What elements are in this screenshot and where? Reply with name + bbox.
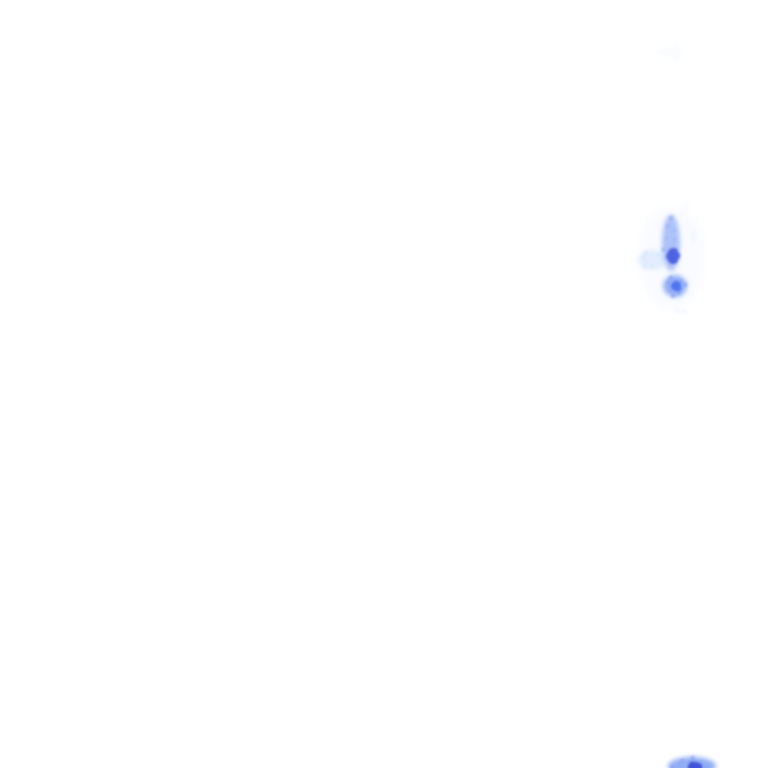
echo-speckle: [656, 252, 660, 256]
echo-speckle: [673, 286, 676, 289]
echo-speckle: [701, 763, 704, 766]
echo-speckle: [651, 277, 655, 281]
echo-speckle: [687, 199, 692, 204]
echo-speckle: [689, 765, 693, 768]
echo-speckle: [694, 236, 697, 239]
echo-speckle: [644, 260, 647, 263]
echo-speckle: [669, 215, 674, 220]
echo-speckle: [689, 205, 692, 208]
echo-speckle: [674, 247, 678, 251]
echo-speckle: [654, 262, 657, 265]
echo-speckle: [676, 287, 681, 292]
echo-speckle: [691, 233, 694, 236]
echo-speckle: [678, 311, 681, 314]
echo-speckle: [670, 251, 673, 254]
echo-group: [638, 42, 716, 768]
echo-speckle: [675, 279, 678, 282]
echo-speckle: [675, 309, 679, 313]
echo-speckle: [673, 238, 676, 241]
echo-speckle: [686, 257, 689, 259]
echo-speckle: [679, 211, 684, 216]
echo-speckle: [693, 229, 698, 234]
echo-speckle: [680, 759, 684, 763]
echo-speckle: [669, 258, 673, 262]
echo-speckle: [679, 287, 682, 290]
echo-speckle: [677, 51, 680, 53]
echo-speckle: [699, 760, 702, 763]
echo-speckle: [673, 229, 676, 232]
echo-speckle: [677, 47, 680, 50]
echo-speckle: [657, 50, 662, 54]
echo-speckle: [689, 761, 694, 766]
echo-speckle: [673, 56, 678, 61]
echo-speckle: [658, 261, 661, 264]
echo-speckle: [684, 309, 688, 313]
echo-speckle: [689, 237, 694, 242]
echo-speckle: [698, 765, 702, 768]
echo-speckle: [668, 55, 671, 58]
echo-speckle: [682, 311, 687, 316]
echo-speckle: [678, 296, 683, 301]
echo-speckle: [666, 254, 671, 259]
echo-speckle: [679, 279, 683, 283]
echo-speckle: [673, 249, 677, 253]
echo-speckle: [668, 275, 673, 280]
echo-speckle: [686, 206, 689, 209]
echo-speckle: [665, 236, 668, 239]
echo-speckle: [673, 42, 678, 47]
echo-speckle: [665, 224, 669, 228]
echo-speckle: [683, 282, 688, 287]
echo-speckle: [691, 240, 695, 244]
echo-speckle: [651, 253, 654, 256]
echo-speckle: [662, 255, 667, 260]
echo-speckle: [664, 48, 667, 51]
echo-speckle: [675, 307, 680, 312]
echo-speckle: [693, 239, 696, 242]
echo-speckle: [683, 202, 687, 206]
echo-speckle: [678, 763, 681, 766]
echo-speckle: [662, 220, 666, 224]
echo-speckle: [666, 281, 670, 285]
echo-speckle: [641, 256, 645, 260]
echo-speckle: [662, 54, 666, 58]
echo-speckle: [642, 264, 647, 269]
echo-speckle: [668, 289, 671, 292]
echo-speckle: [673, 258, 676, 261]
echo-speckle: [661, 247, 666, 252]
echo-speckle: [692, 229, 696, 233]
echo-speckle: [670, 766, 675, 768]
echo-speckle: [671, 293, 676, 298]
echo-speckle: [681, 308, 684, 311]
echo-northern-trace-specks: [658, 43, 686, 61]
echo-speckle: [649, 264, 653, 268]
echo-speckle: [668, 285, 671, 288]
echo-speckle: [676, 282, 680, 286]
echo-speckle: [695, 763, 698, 766]
echo-speckle: [673, 283, 676, 286]
echo-speckle: [667, 44, 671, 48]
echo-speckle: [687, 239, 690, 242]
echo-speckle: [656, 240, 659, 243]
echo-speckle: [677, 291, 681, 295]
echo-speckle: [687, 275, 691, 279]
echo-speckle: [690, 755, 695, 760]
echo-speckle: [676, 253, 681, 258]
echo-speckle: [643, 250, 648, 255]
echo-speckle: [677, 53, 681, 57]
echo-speckle: [704, 766, 708, 768]
